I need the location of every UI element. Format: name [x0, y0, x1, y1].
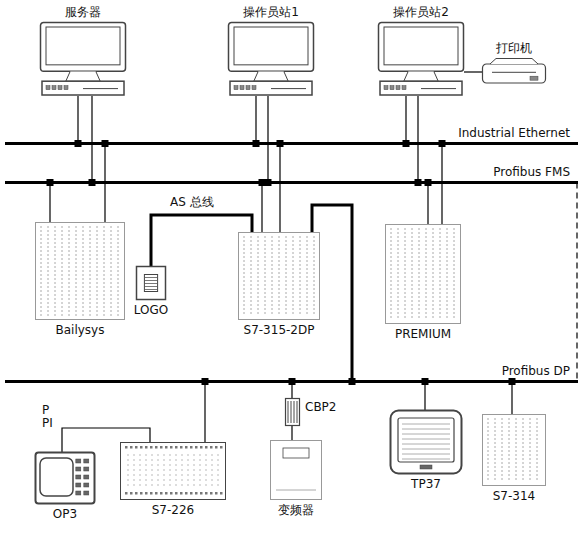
operator-station: 操作员站1	[228, 22, 314, 96]
plc-unit: S7-226	[120, 442, 226, 500]
device-label: CBP2	[305, 400, 336, 414]
bus-connection	[291, 383, 292, 398]
bus-connection	[255, 96, 256, 142]
bus-connection	[424, 383, 425, 410]
bus-connection	[291, 426, 292, 440]
rack-symbol	[238, 232, 320, 320]
bus-connection	[576, 183, 577, 382]
bus-label: Profibus DP	[502, 364, 570, 378]
bus-connection	[427, 184, 428, 224]
device-label: LOGO	[134, 303, 168, 317]
logo-module: LOGO	[136, 266, 166, 300]
edge-label: AS 总线	[168, 195, 216, 209]
bus-connection	[417, 96, 418, 181]
device-label: S7-314	[493, 489, 536, 503]
bus-connection	[279, 145, 280, 232]
device-label: S7-315-2DP	[244, 323, 315, 337]
bus-connection	[77, 96, 78, 142]
op3-symbol	[35, 452, 95, 504]
bus-connection	[267, 96, 268, 181]
bus-connection	[261, 184, 262, 232]
monitor-symbol	[40, 22, 126, 96]
edge-label: PPI	[42, 404, 54, 430]
bus-connection	[91, 96, 92, 181]
server-pc: 服务器	[40, 22, 126, 96]
device-label: 变频器	[278, 503, 314, 517]
plc-rack: S7-315-2DP	[238, 232, 320, 320]
device-label: 服务器	[65, 5, 101, 19]
plc-rack: PREMIUM	[385, 224, 461, 324]
device-label: TP37	[411, 477, 441, 491]
frequency-converter: 变频器	[270, 440, 322, 500]
plc-rack: S7-314	[482, 414, 546, 486]
dp-bus: Profibus DP	[5, 380, 578, 383]
device-label: 操作员站1	[243, 5, 299, 19]
device-label: PREMIUM	[395, 327, 451, 341]
operator-panel: OP3	[35, 452, 95, 504]
fms-bus: Profibus FMS	[5, 181, 578, 184]
bus-connection	[62, 428, 150, 452]
rack-symbol	[35, 222, 125, 320]
bus-label: Industrial Ethernet	[458, 126, 570, 140]
device-label: 操作员站2	[393, 5, 449, 19]
cbp2-symbol	[285, 398, 300, 426]
device-label: Bailysys	[56, 323, 105, 337]
drive-symbol	[270, 440, 322, 500]
plc-rack: Bailysys	[35, 222, 125, 320]
rack-symbol	[385, 224, 461, 324]
bus-connection	[441, 145, 442, 224]
touch-panel: TP37	[390, 410, 462, 474]
bus-label: Profibus FMS	[493, 165, 570, 179]
ethernet-bus: Industrial Ethernet	[5, 142, 578, 145]
device-label: 打印机	[496, 41, 532, 55]
bus-connection	[511, 383, 512, 414]
printer: 打印机	[482, 58, 546, 84]
bus-connection	[151, 215, 252, 266]
device-label: OP3	[53, 507, 77, 521]
comm-board: CBP2	[285, 398, 300, 426]
device-label: S7-226	[152, 503, 195, 517]
tp-symbol	[390, 410, 462, 474]
logo-symbol	[136, 266, 166, 300]
bus-connection	[49, 184, 50, 222]
operator-station: 操作员站2	[378, 22, 464, 96]
monitor-symbol	[228, 22, 314, 96]
rack-symbol	[482, 414, 546, 486]
bus-connection	[464, 71, 482, 72]
printer-symbol	[482, 58, 546, 84]
bus-connection	[204, 383, 205, 442]
monitor-symbol	[378, 22, 464, 96]
s7226-symbol	[120, 442, 226, 500]
bus-connection	[405, 96, 406, 142]
